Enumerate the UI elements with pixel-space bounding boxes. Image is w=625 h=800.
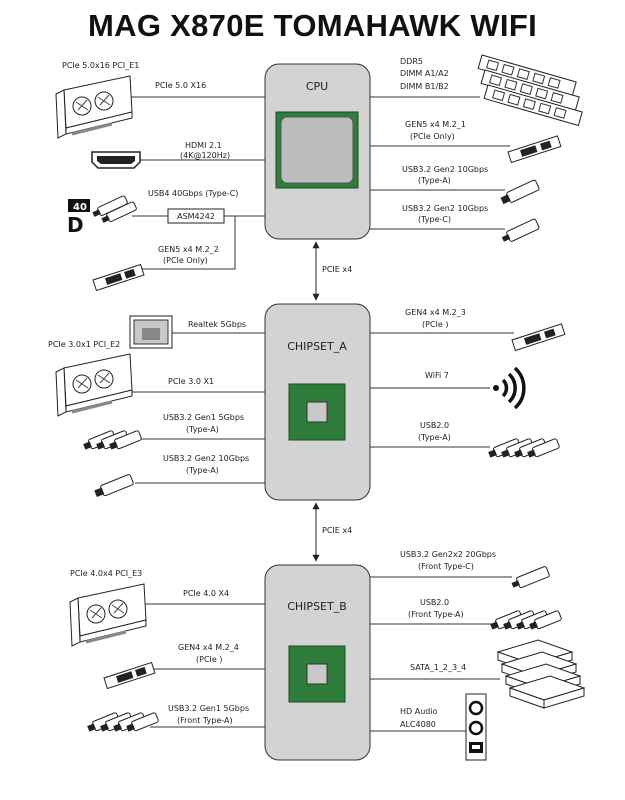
m2-1-mode-label: (PCIe Only)	[410, 132, 455, 141]
graphics-card-icon	[69, 583, 147, 647]
svg-text:40: 40	[73, 202, 87, 213]
m2-ssd-icon	[507, 135, 562, 164]
cpu-usb-c-label: USB3.2 Gen2 10Gbps	[402, 204, 488, 213]
pcie-e2-link-label: PCIe 3.0 X1	[168, 377, 214, 386]
m2-3-label: GEN4 x4 M.2_3	[405, 308, 466, 317]
hdmi-resolution-label: (4K@120Hz)	[180, 151, 230, 160]
usb2-type-label: (Type-A)	[418, 433, 451, 442]
chipset-a-chipset-b-link-label: PCIE x4	[322, 526, 352, 535]
m2-4-mode-label: (PCIe )	[196, 655, 222, 664]
usb-c-drive-icon	[511, 566, 550, 589]
front-usb5-type-label: (Front Type-A)	[177, 716, 233, 725]
m2-ssd-icon	[103, 661, 156, 690]
hdmi-label: HDMI 2.1	[185, 141, 222, 150]
usb-a-drives-icon	[83, 430, 142, 450]
wifi-label: WiFi 7	[425, 371, 449, 380]
front-usb-c-label: USB3.2 Gen2x2 20Gbps	[400, 550, 496, 559]
usb-c-drive-icon	[501, 218, 540, 242]
audio-jacks-icon	[465, 693, 487, 761]
asm4242-label: ASM4242	[177, 212, 215, 221]
hd-audio-label: HD Audio	[400, 707, 438, 716]
chipset-a-block: CHIPSET_A	[264, 303, 371, 501]
pcie-e3-link-label: PCIe 4.0 X4	[183, 589, 229, 598]
cpu-label: CPU	[306, 80, 328, 93]
audio-codec-label: ALC4080	[400, 720, 436, 729]
chipset-b-label: CHIPSET_B	[287, 600, 347, 613]
usb5-label: USB3.2 Gen1 5Gbps	[163, 413, 244, 422]
cpu-usb-a-label: USB3.2 Gen2 10Gbps	[402, 165, 488, 174]
front-usb5-label: USB3.2 Gen1 5Gbps	[168, 704, 249, 713]
dimm-b-label: DIMM B1/B2	[400, 82, 449, 91]
pcie-e1-slot-label: PCIe 5.0x16 PCI_E1	[62, 61, 139, 70]
front-usb-c-type-label: (Front Type-C)	[418, 562, 474, 571]
usb2-label: USB2.0	[420, 421, 449, 430]
diagram-title: MAG X870E TOMAHAWK WIFI	[88, 8, 537, 43]
lan-label: Realtek 5Gbps	[188, 320, 246, 329]
cpu-usb-c-type-label: (Type-C)	[418, 215, 451, 224]
m2-3-mode-label: (PCIe )	[422, 320, 448, 329]
hard-drives-icon	[496, 639, 586, 709]
usb-a-drives-icon	[490, 610, 562, 630]
usb-a-drive-icon	[500, 179, 540, 205]
usb5-type-label: (Type-A)	[186, 425, 219, 434]
cpu-block: CPU	[264, 63, 371, 240]
dimm-a-label: DIMM A1/A2	[400, 69, 449, 78]
ethernet-port-icon	[129, 315, 173, 349]
pcie-e1-link-label: PCIe 5.0 X16	[155, 81, 206, 90]
front-usb2-label: USB2.0	[420, 598, 449, 607]
usb-a-drives-icon	[488, 438, 560, 458]
graphics-card-icon	[55, 353, 133, 417]
usb10-type-label: (Type-A)	[186, 466, 219, 475]
ddr5-label: DDR5	[400, 57, 423, 66]
usb-c-cables-icon	[92, 195, 137, 223]
hdmi-port-icon	[91, 151, 141, 169]
m2-1-label: GEN5 x4 M.2_1	[405, 120, 466, 129]
front-usb2-type-label: (Front Type-A)	[408, 610, 464, 619]
cpu-usb-a-type-label: (Type-A)	[418, 176, 451, 185]
wifi-icon	[493, 366, 526, 410]
m2-2-mode-label: (PCIe Only)	[163, 256, 208, 265]
usb-a-drives-icon	[87, 712, 159, 732]
usb10-label: USB3.2 Gen2 10Gbps	[163, 454, 249, 463]
svg-text:D: D	[67, 213, 84, 237]
usb-a-drive-icon	[94, 474, 134, 497]
pcie-e3-slot-label: PCIe 4.0x4 PCI_E3	[70, 569, 142, 578]
thunderbolt-40-badge-icon: 40 D	[67, 199, 90, 237]
chipset-a-label: CHIPSET_A	[287, 340, 347, 353]
connection-lines	[130, 96, 514, 732]
graphics-card-icon	[55, 75, 133, 139]
usb4-label: USB4 40Gbps (Type-C)	[148, 189, 238, 198]
m2-ssd-icon	[92, 263, 145, 292]
memory-dimm-icon	[477, 54, 583, 127]
asm4242-controller-box	[167, 208, 225, 224]
chipset-b-block: CHIPSET_B	[264, 564, 371, 761]
m2-ssd-icon	[511, 323, 566, 352]
m2-4-label: GEN4 x4 M.2_4	[178, 643, 239, 652]
m2-2-label: GEN5 x4 M.2_2	[158, 245, 219, 254]
pcie-e2-slot-label: PCIe 3.0x1 PCI_E2	[48, 340, 120, 349]
sata-label: SATA_1_2_3_4	[410, 663, 466, 672]
cpu-chipset-a-link-label: PCIE x4	[322, 265, 352, 274]
